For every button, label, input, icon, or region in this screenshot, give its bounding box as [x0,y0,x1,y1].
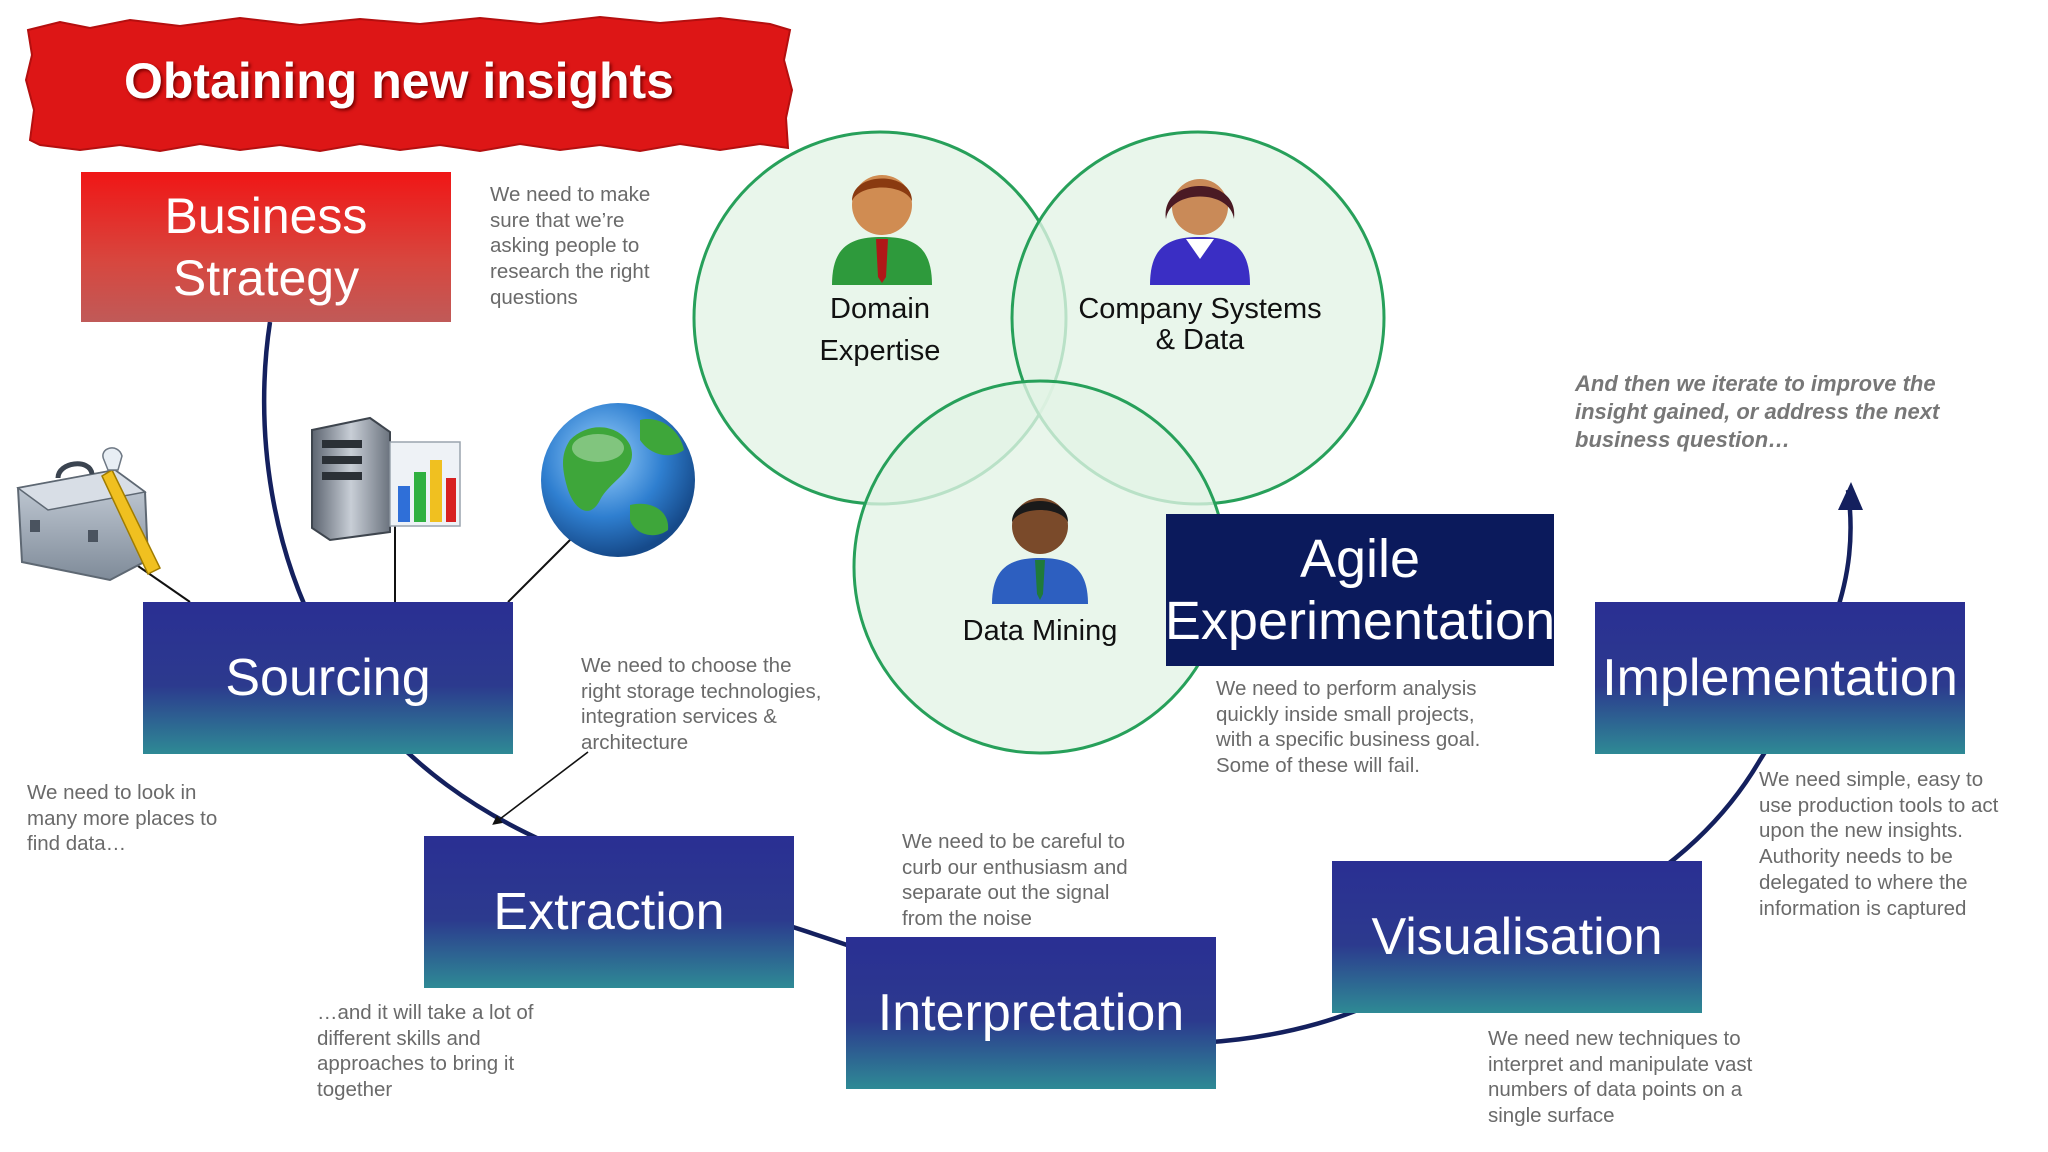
venn-label-company: Company Systems & Data [1078,293,1322,356]
note-visualisation: We need new techniques to interpret and … [1488,1027,1753,1128]
venn-label-mining: Data Mining [962,615,1118,647]
storage-pointer [492,751,589,825]
venn-label-domain: Domain Expertise [819,293,941,367]
globe-icon [541,403,695,557]
businessman-green-icon [832,175,932,285]
implementation-box: Implementation [1595,602,1965,754]
agile-line1: Agile [1299,529,1421,589]
page-title: Obtaining new insights [124,53,674,109]
sourcing-label: Sourcing [225,649,431,707]
toolbox-connector [137,565,191,603]
note-iterate: And then we iterate to improve the insig… [1575,371,1940,452]
sourcing-box: Sourcing [143,602,513,754]
note-strategy: We need to make sure that we’re asking p… [490,183,651,309]
agile-experimentation-box: Agile Experimentation [1164,514,1556,666]
implementation-label: Implementation [1602,649,1958,707]
note-implementation: We need simple, easy to use production t… [1759,768,1999,920]
strategy-line1: Business [164,188,368,244]
globe-connector [507,534,576,603]
toolbox-icon [16,447,162,582]
visualisation-box: Visualisation [1332,861,1702,1013]
strategy-line2: Strategy [172,250,360,306]
cycle-arrowhead [1838,482,1863,510]
title-banner [24,15,794,153]
note-agile: We need to perform analysis quickly insi… [1216,677,1481,778]
interpretation-box: Interpretation [846,937,1216,1089]
note-sourcing: We need to look in many more places to f… [27,781,218,856]
server-chart-icon [311,416,461,542]
note-skills: …and it will take a lot of different ski… [317,1001,534,1102]
business-strategy-box: Business Strategy [81,172,451,322]
businessman-blue-icon [992,498,1088,604]
note-storage: We need to choose the right storage tech… [581,654,822,755]
visualisation-label: Visualisation [1371,908,1663,966]
agile-line2: Experimentation [1164,591,1556,651]
extraction-label: Extraction [493,883,725,941]
businesswoman-purple-icon [1150,179,1250,285]
extraction-box: Extraction [424,836,794,988]
interpretation-label: Interpretation [877,984,1185,1042]
note-interpretation: We need to be careful to curb our enthus… [902,830,1128,931]
